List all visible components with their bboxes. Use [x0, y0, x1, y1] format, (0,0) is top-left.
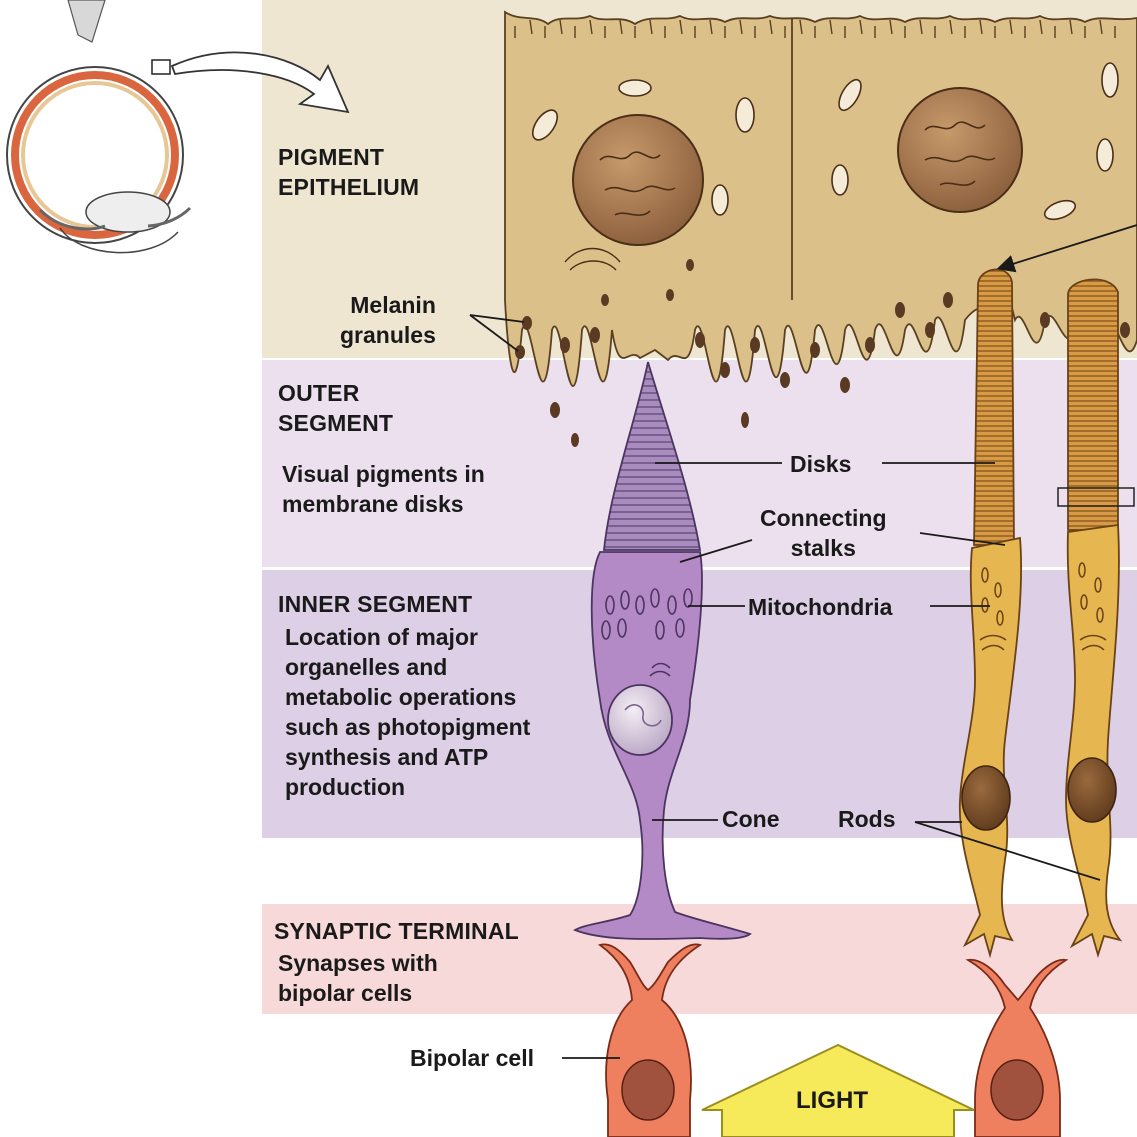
mitochondria-label: Mitochondria	[748, 592, 892, 622]
synaptic-terminal-description: Synapses with bipolar cells	[278, 948, 438, 1008]
pigment-epithelium-title: PIGMENT EPITHELIUM	[278, 142, 419, 202]
rod-nucleus	[962, 766, 1010, 830]
epithelium-nucleus	[573, 115, 703, 245]
synaptic-terminal-title: SYNAPTIC TERMINAL	[274, 916, 519, 946]
epithelium-nucleus	[898, 88, 1022, 212]
outer-segment-description: Visual pigments in membrane disks	[282, 459, 485, 519]
eye-zoom-box	[152, 60, 170, 74]
rod-nucleus	[1068, 758, 1116, 822]
rods-label: Rods	[838, 804, 896, 834]
inner-segment-title: INNER SEGMENT	[278, 589, 472, 619]
light-label: LIGHT	[796, 1086, 868, 1116]
rod-outer-segment	[974, 269, 1014, 545]
connecting-stalks-label: Connecting stalks	[760, 503, 887, 563]
cone-label: Cone	[722, 804, 780, 834]
rod-outer-segment	[1068, 279, 1118, 530]
outer-segment-title: OUTER SEGMENT	[278, 378, 393, 438]
melanin-granules-label: Melanin granules	[340, 290, 436, 350]
inner-segment-description: Location of major organelles and metabol…	[285, 622, 530, 802]
cone-nucleus	[608, 685, 672, 755]
bipolar-cell-label: Bipolar cell	[410, 1043, 534, 1073]
disks-label: Disks	[790, 449, 851, 479]
